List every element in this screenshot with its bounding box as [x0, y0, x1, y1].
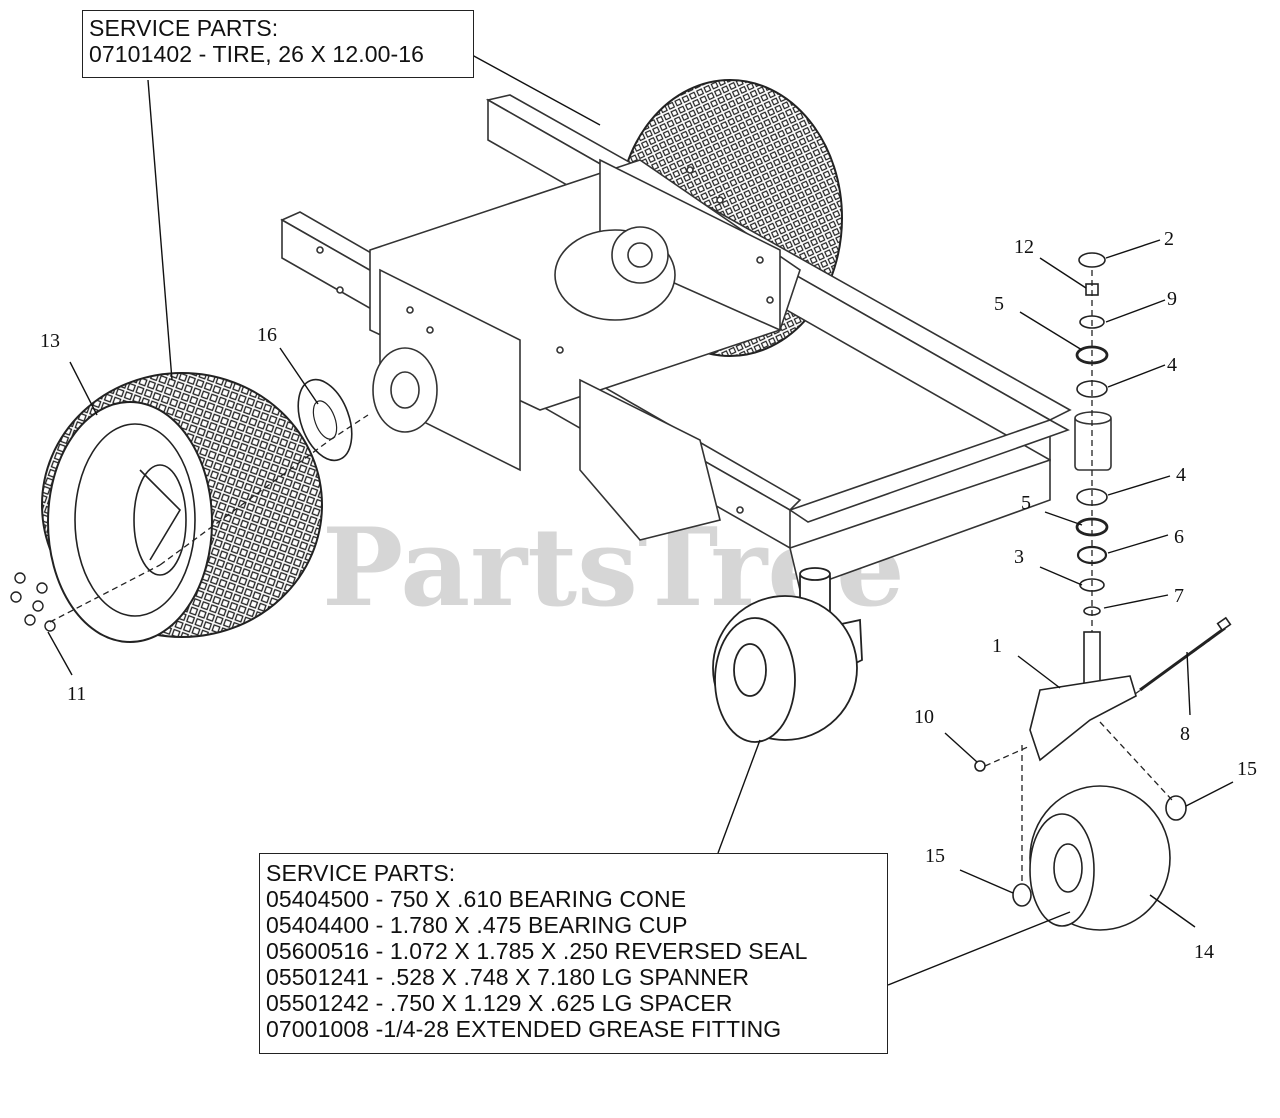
service-parts-box-caster: SERVICE PARTS: 05404500 - 750 X .610 BEA… [259, 853, 888, 1054]
callout-5a: 5 [994, 293, 1004, 315]
callout-12: 12 [1014, 236, 1034, 258]
leader-lines [47, 54, 1234, 986]
hub-adapter-plate [297, 378, 353, 462]
service-part-line: 07101402 - TIRE, 26 X 12.00-16 [89, 41, 425, 67]
caster-stack-exploded [974, 252, 1232, 931]
service-part-line: 05600516 - 1.072 X 1.785 X .250 REVERSED… [266, 938, 808, 964]
callout-10: 10 [914, 706, 934, 728]
callout-6: 6 [1174, 526, 1184, 548]
service-parts-heading: SERVICE PARTS: [89, 15, 279, 41]
callout-7: 7 [1174, 585, 1184, 607]
service-parts-heading: SERVICE PARTS: [266, 860, 456, 886]
callout-1: 1 [992, 635, 1002, 657]
callout-14: 14 [1194, 941, 1214, 963]
callout-4a: 4 [1167, 354, 1177, 376]
callout-3: 3 [1014, 546, 1024, 568]
callout-15a: 15 [1237, 758, 1257, 780]
service-part-line: 05404400 - 1.780 X .475 BEARING CUP [266, 912, 688, 938]
service-part-line: 05501241 - .528 X .748 X 7.180 LG SPANNE… [266, 964, 750, 990]
callout-numbers: 1 2 3 4 4 5 5 6 7 8 9 10 11 12 13 14 15 … [40, 228, 1257, 963]
callout-4b: 4 [1176, 464, 1186, 486]
service-parts-box-tire: SERVICE PARTS: 07101402 - TIRE, 26 X 12.… [82, 10, 474, 78]
callout-8: 8 [1180, 723, 1190, 745]
service-part-line: 05501242 - .750 X 1.129 X .625 LG SPACER [266, 990, 733, 1016]
callout-15b: 15 [925, 845, 945, 867]
callout-2: 2 [1164, 228, 1174, 250]
callout-13: 13 [40, 330, 60, 352]
callout-11: 11 [67, 683, 86, 705]
callout-16: 16 [257, 324, 277, 346]
rear-left-tire [41, 372, 323, 643]
front-caster-assembled [712, 567, 863, 743]
lug-nuts [10, 572, 56, 632]
callout-9: 9 [1167, 288, 1177, 310]
mower-frame [280, 94, 1112, 592]
service-part-line: 05404500 - 750 X .610 BEARING CONE [266, 886, 687, 912]
callout-5b: 5 [1021, 492, 1031, 514]
service-part-line: 07001008 -1/4-28 EXTENDED GREASE FITTING [266, 1016, 782, 1042]
assembly-lines [49, 270, 1211, 885]
